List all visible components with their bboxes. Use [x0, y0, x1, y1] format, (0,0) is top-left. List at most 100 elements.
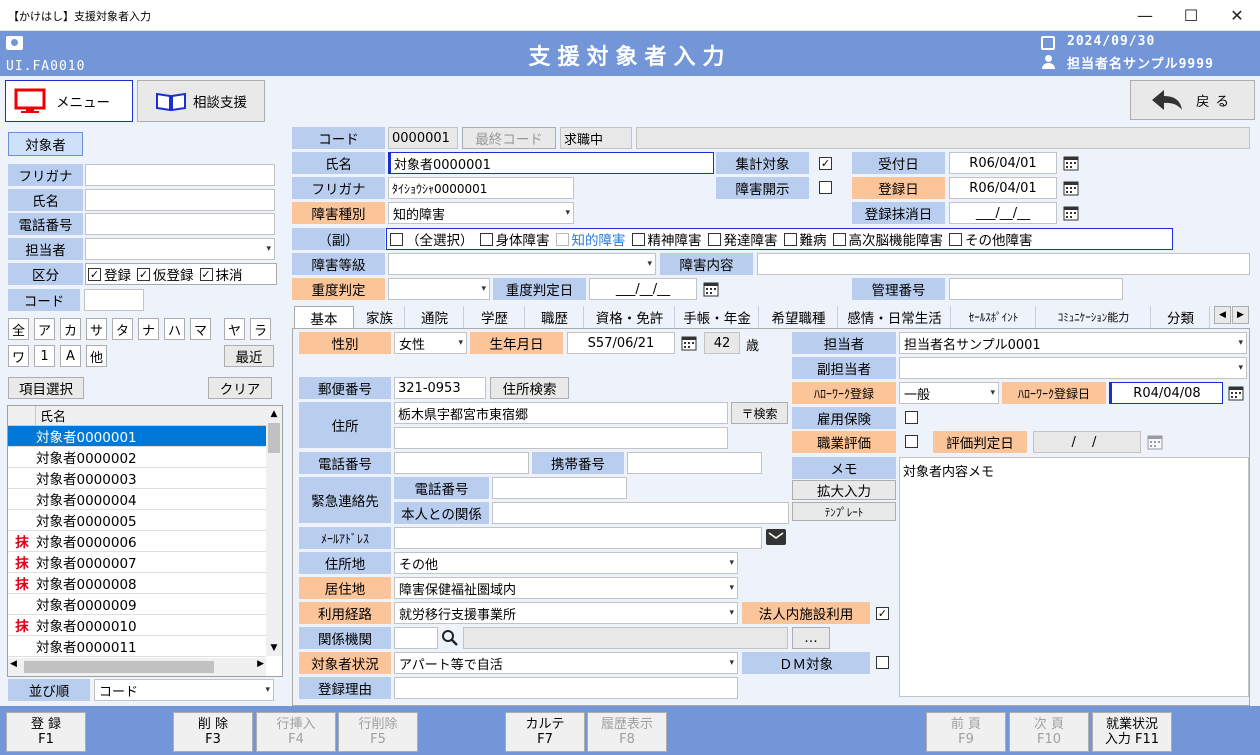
list-item[interactable]: 抹対象者0000006: [8, 531, 266, 552]
delete-date-input[interactable]: ___/__/__: [949, 202, 1057, 224]
kana-all-button[interactable]: 全: [8, 318, 29, 340]
tab-hospital[interactable]: 通院: [406, 306, 464, 328]
tab-communication[interactable]: ｺﾐｭﾆｹｰｼｮﾝ能力: [1037, 306, 1151, 328]
close-button[interactable]: ✕: [1230, 6, 1244, 25]
tab-desired-job[interactable]: 希望職種: [760, 306, 838, 328]
kana-num-button[interactable]: 1: [34, 345, 55, 367]
menu-button[interactable]: メニュー: [5, 80, 133, 122]
list-item[interactable]: 対象者0000009: [8, 594, 266, 615]
recent-button[interactable]: 最近: [224, 345, 274, 367]
calendar-icon[interactable]: [1062, 204, 1080, 222]
calendar-icon[interactable]: [680, 334, 698, 352]
memo-textarea[interactable]: 対象者内容メモ: [899, 457, 1249, 697]
management-no-input[interactable]: [949, 278, 1123, 300]
severity-select[interactable]: [388, 278, 490, 300]
search-furigana-input[interactable]: [85, 164, 275, 186]
kana-ka-button[interactable]: カ: [60, 318, 81, 340]
kana-ra-button[interactable]: ラ: [250, 318, 271, 340]
category-deleted[interactable]: ✓抹消: [199, 267, 243, 284]
phone-input[interactable]: [394, 452, 529, 474]
insurance-checkbox[interactable]: [905, 411, 918, 428]
maximize-button[interactable]: ☐: [1183, 6, 1199, 25]
search-staff-select[interactable]: [85, 238, 275, 260]
list-item[interactable]: 対象者0000003: [8, 468, 266, 489]
corp-facility-checkbox[interactable]: ✓: [876, 607, 889, 620]
staff-select[interactable]: 担当者名サンプル0001: [899, 332, 1247, 354]
kana-ha-button[interactable]: ハ: [164, 318, 185, 340]
tab-sales-point[interactable]: ｾｰﾙｽﾎﾟｲﾝﾄ: [952, 306, 1036, 328]
sub-other[interactable]: その他障害: [949, 229, 1033, 249]
received-date-input[interactable]: R06/04/01: [949, 152, 1057, 174]
list-item[interactable]: 対象者0000002: [8, 447, 266, 468]
email-input[interactable]: [394, 527, 762, 549]
address-input-2[interactable]: [394, 427, 728, 449]
residence-area-select[interactable]: その他: [394, 552, 738, 574]
mobile-input[interactable]: [627, 452, 762, 474]
list-horizontal-scrollbar[interactable]: ◀ ▶: [8, 658, 266, 676]
disclosure-checkbox[interactable]: [819, 181, 832, 198]
kana-sa-button[interactable]: サ: [86, 318, 107, 340]
agency-more-button[interactable]: …: [792, 627, 830, 649]
agency-code-input[interactable]: [394, 627, 438, 649]
list-item[interactable]: 対象者0000004: [8, 489, 266, 510]
residence-select[interactable]: 障害保健福祉圏域内: [394, 577, 738, 599]
tab-license[interactable]: 資格・免許: [585, 306, 675, 328]
search-code-input[interactable]: [84, 289, 144, 311]
address-search-button[interactable]: 住所検索: [490, 377, 569, 399]
last-code-button[interactable]: 最終コード: [462, 127, 556, 149]
vocational-eval-checkbox[interactable]: [905, 435, 918, 452]
hellowork-date-input[interactable]: R04/04/08: [1109, 382, 1223, 404]
tab-classification[interactable]: 分類: [1152, 306, 1210, 328]
furigana-input[interactable]: ﾀｲｼｮｳｼｬ0000001: [388, 177, 574, 199]
clear-button[interactable]: クリア: [208, 377, 272, 399]
aggregate-checkbox[interactable]: ✓: [819, 157, 832, 170]
list-item[interactable]: 抹対象者0000010: [8, 615, 266, 636]
sub-developmental[interactable]: 発達障害: [707, 229, 778, 249]
employment-f11-button[interactable]: 就業状況入力 F11: [1092, 712, 1172, 752]
sub-select-all[interactable]: （全選択）: [390, 229, 474, 249]
gender-select[interactable]: 女性: [394, 332, 467, 354]
tab-scroll-right-icon[interactable]: ▶: [1232, 306, 1249, 324]
kana-ya-button[interactable]: ヤ: [224, 318, 245, 340]
tab-career[interactable]: 職歴: [526, 306, 584, 328]
list-item[interactable]: 抹対象者0000008: [8, 573, 266, 594]
dm-target-checkbox[interactable]: [876, 656, 889, 673]
item-select-button[interactable]: 項目選択: [8, 377, 84, 399]
kana-ma-button[interactable]: マ: [190, 318, 211, 340]
sub-staff-select[interactable]: [899, 357, 1247, 379]
zip-input[interactable]: 321-0953: [394, 377, 486, 399]
list-item[interactable]: 対象者0000011: [8, 636, 266, 657]
minimize-button[interactable]: —: [1137, 6, 1153, 25]
tab-education[interactable]: 学歴: [465, 306, 525, 328]
address-input-1[interactable]: 栃木県宇都宮市東宿郷: [394, 402, 728, 424]
calendar-icon[interactable]: [1062, 179, 1080, 197]
register-reason-input[interactable]: [394, 677, 738, 699]
tab-basic[interactable]: 基本: [294, 306, 354, 328]
subject-status-select[interactable]: アパート等で自活: [394, 652, 738, 674]
category-registered[interactable]: ✓登録: [88, 267, 131, 284]
sub-intellectual[interactable]: 知的障害: [555, 229, 626, 249]
calendar-icon[interactable]: [1062, 154, 1080, 172]
disability-detail-input[interactable]: [757, 253, 1250, 275]
kana-alpha-button[interactable]: A: [60, 345, 81, 367]
calendar-icon[interactable]: [702, 280, 720, 298]
name-input[interactable]: 対象者0000001: [388, 152, 714, 174]
usage-route-select[interactable]: 就労移行支援事業所: [394, 602, 738, 624]
kana-other-button[interactable]: 他: [86, 345, 107, 367]
sub-intractable[interactable]: 難病: [783, 229, 827, 249]
list-item[interactable]: 対象者0000005: [8, 510, 266, 531]
consult-support-button[interactable]: 相談支援: [137, 80, 265, 122]
register-date-input[interactable]: R06/04/01: [949, 177, 1057, 199]
calendar-icon[interactable]: [1227, 384, 1245, 402]
sub-brain[interactable]: 高次脳機能障害: [832, 229, 943, 249]
tab-pension[interactable]: 手帳・年金: [676, 306, 759, 328]
expand-input-button[interactable]: 拡大入力: [792, 480, 896, 500]
kana-ta-button[interactable]: タ: [112, 318, 133, 340]
sub-mental[interactable]: 精神障害: [631, 229, 702, 249]
